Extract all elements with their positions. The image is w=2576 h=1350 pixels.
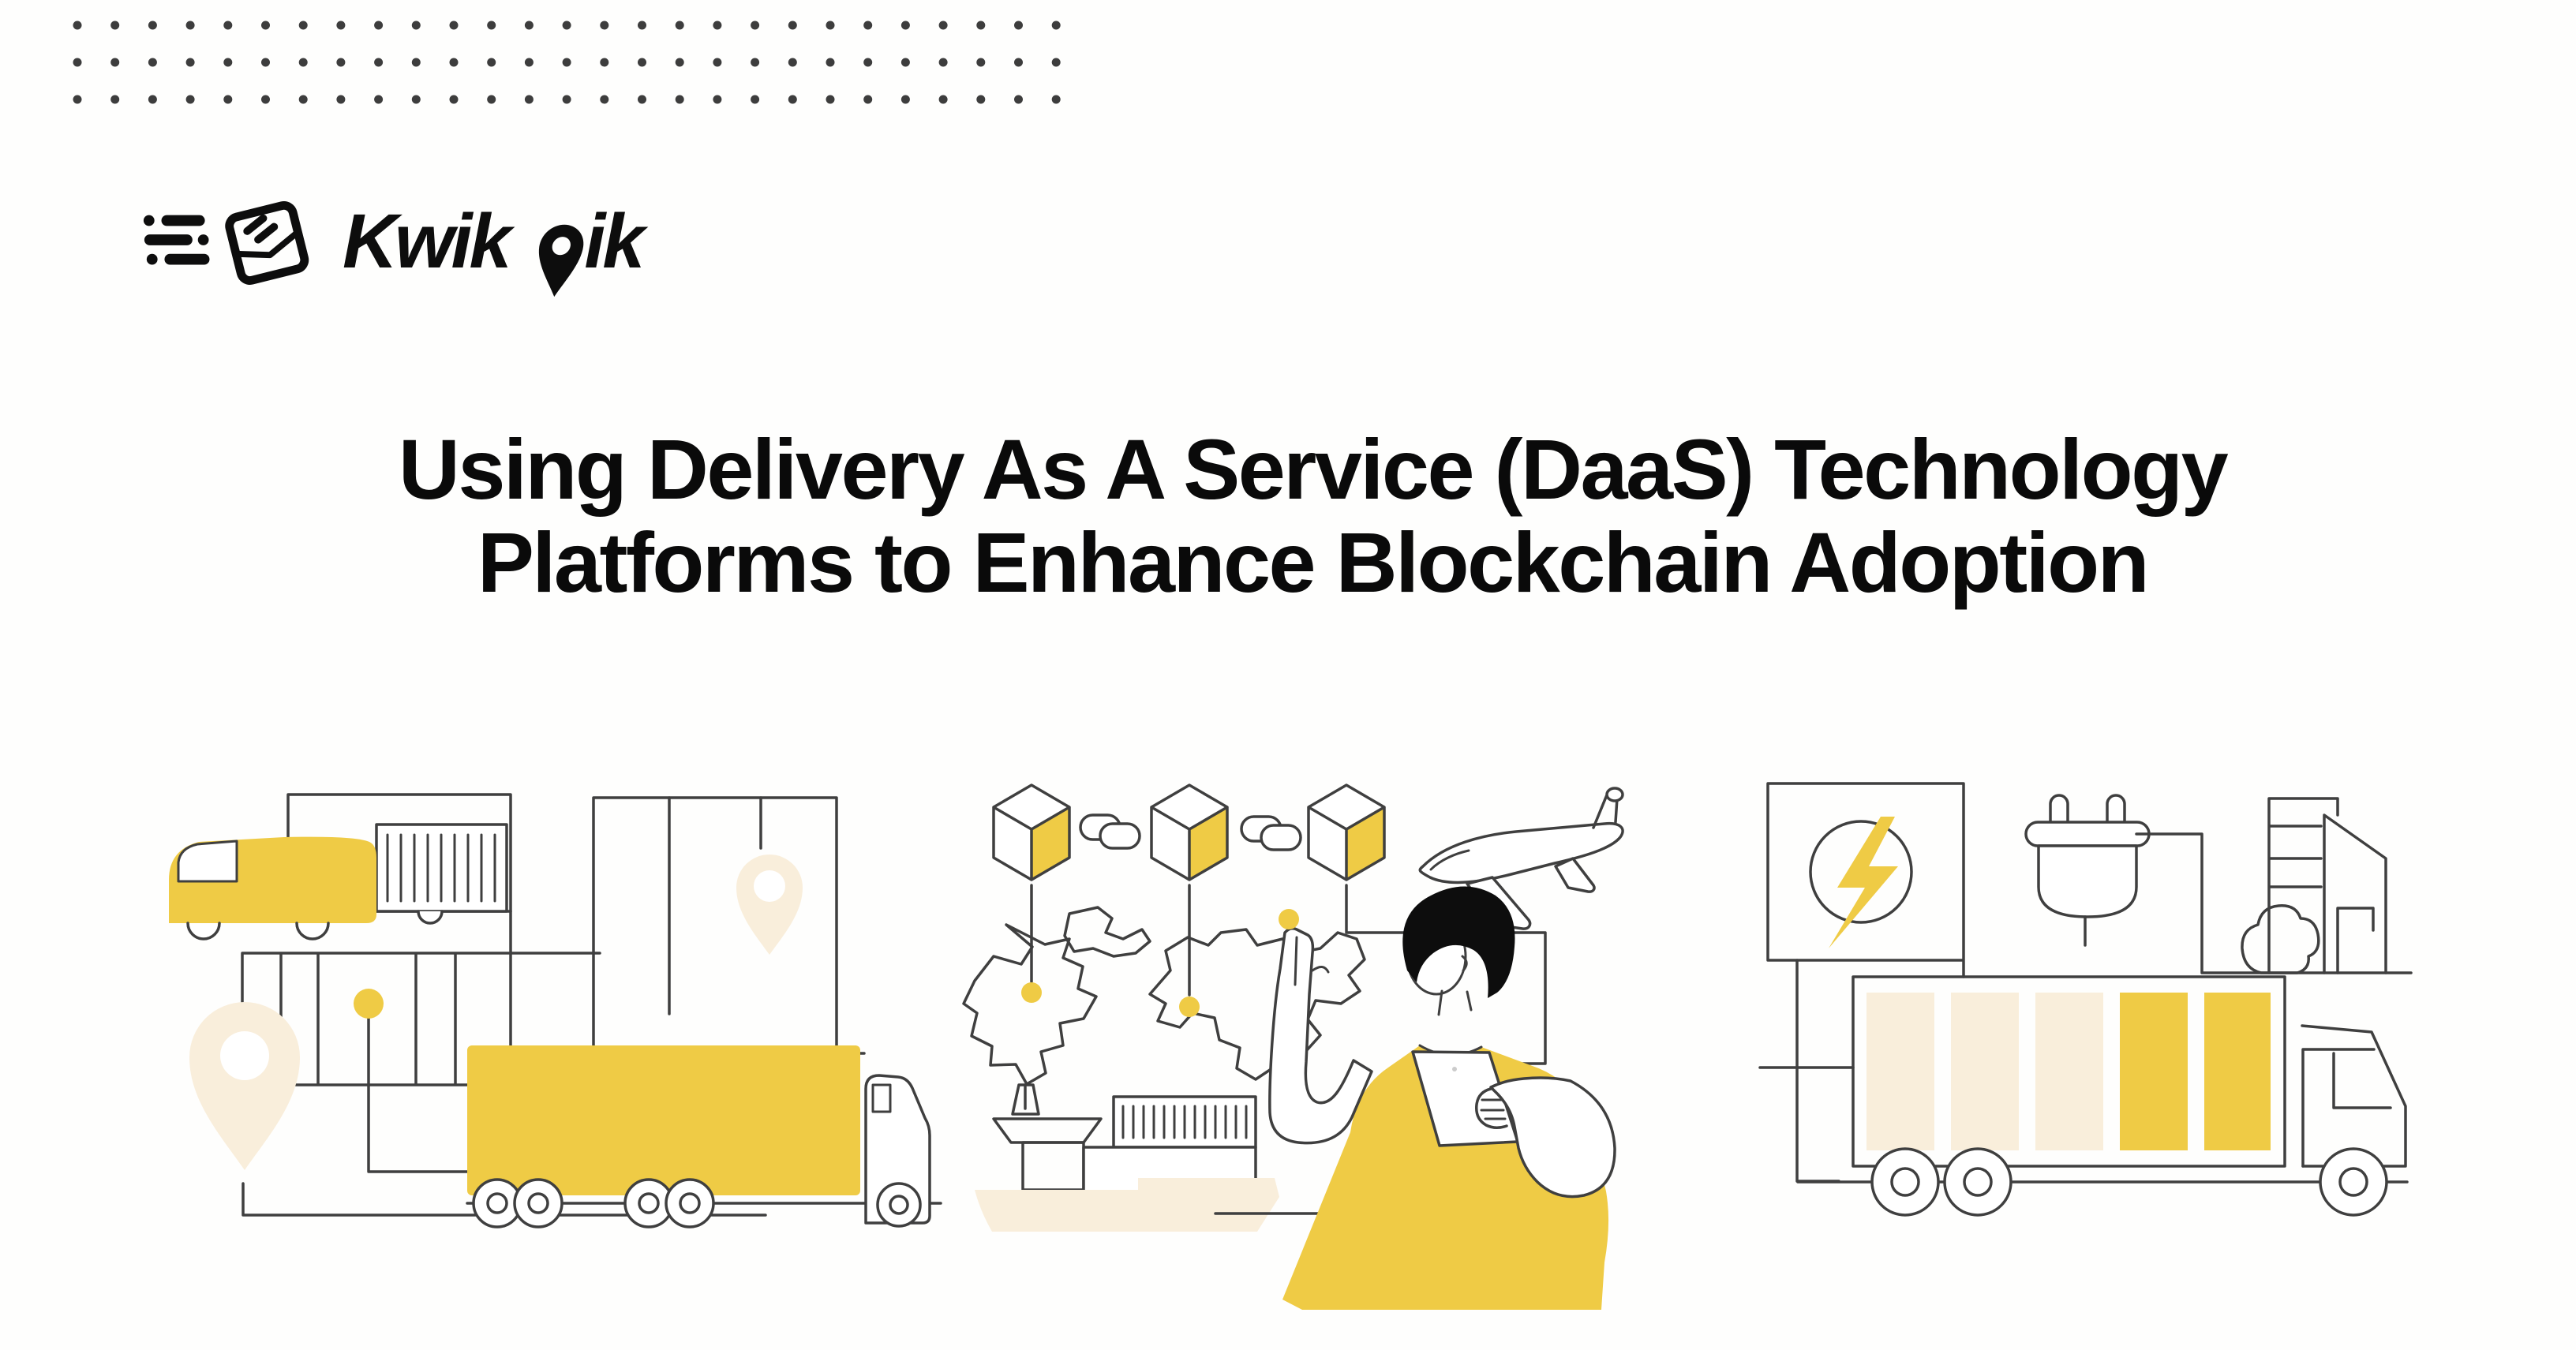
ship-hull	[975, 1178, 1279, 1232]
delivery-van	[169, 836, 376, 941]
truck-wheels	[472, 1178, 922, 1228]
depot-outline	[592, 796, 866, 1055]
location-pin-small	[736, 855, 803, 955]
chain-link-icon	[1240, 815, 1302, 851]
cube-icon	[1150, 783, 1229, 881]
title-line-2: Platforms to Enhance Blockchain Adoption	[477, 514, 2150, 610]
brand-word-1: Kwik	[343, 198, 511, 284]
holding-arm	[1489, 1076, 1616, 1199]
illustration-ev-truck	[1758, 782, 2413, 1217]
truck-wheels	[1870, 1147, 2388, 1217]
route-line	[242, 1182, 767, 1217]
shipping-box-speed-icon	[143, 200, 309, 285]
tracking-lines	[1021, 884, 1547, 1065]
battery-bars	[1866, 993, 2271, 1150]
hair	[1402, 886, 1515, 998]
location-pin-large	[189, 1002, 300, 1170]
brand-logo: Kwik ik	[142, 193, 645, 297]
page-title: Using Delivery As A Service (DaaS) Techn…	[0, 423, 2576, 609]
fingertip-dot	[1279, 909, 1299, 929]
tree-icon	[2241, 904, 2320, 974]
brand-wordmark: Kwik ik	[343, 197, 645, 297]
location-pin-icon	[539, 224, 584, 297]
courier-person	[1268, 886, 1616, 1310]
chain-link-icon	[1079, 813, 1141, 850]
world-map	[962, 906, 1366, 1086]
illustration-blockchain-map	[962, 783, 1624, 1310]
cube-icon	[1307, 783, 1386, 881]
blockchain-cubes	[992, 783, 1386, 881]
map-dot-yellow	[354, 989, 384, 1019]
cube-icon	[992, 783, 1071, 881]
cargo-ship	[975, 1083, 1279, 1232]
lightning-bolt-icon	[1829, 817, 1898, 948]
city-buildings	[2241, 797, 2387, 974]
power-plug-icon	[2024, 794, 2413, 974]
brand-word-2: ik	[584, 198, 645, 284]
truck-cab	[2301, 1024, 2407, 1168]
box-truck	[466, 1045, 942, 1228]
illustration-logistics-fleet	[169, 793, 942, 1228]
electric-truck	[1796, 975, 2409, 1217]
dot-grid-decoration	[73, 21, 1061, 104]
cargo-container	[286, 793, 512, 925]
title-line-1: Using Delivery As A Service (DaaS) Techn…	[398, 421, 2229, 517]
